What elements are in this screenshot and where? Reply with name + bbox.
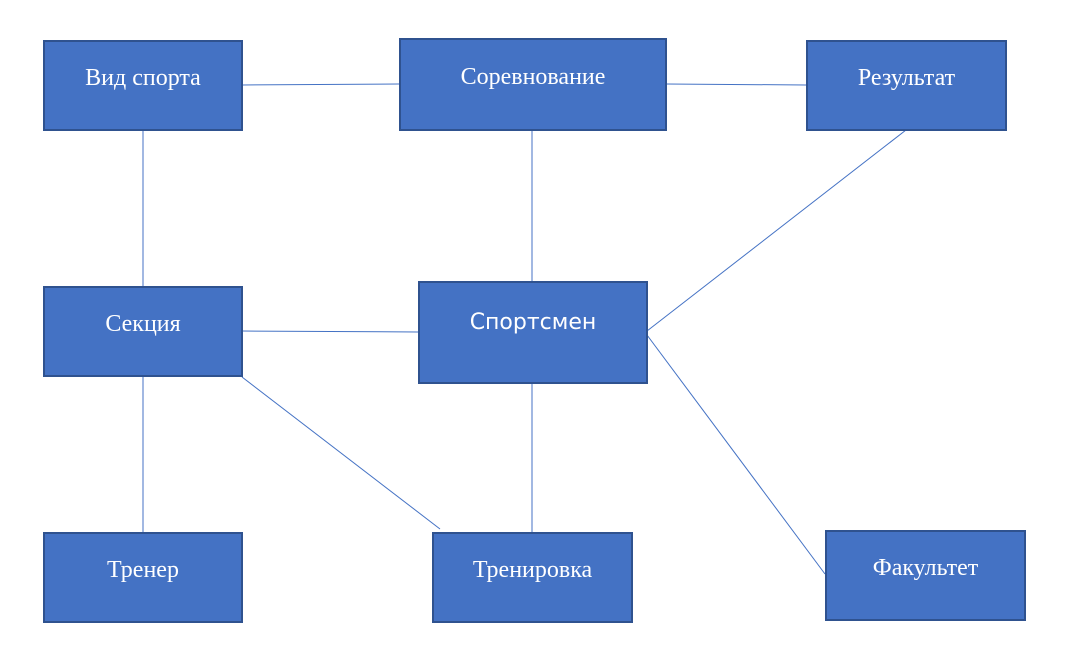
node-label: Спортсмен [469,310,597,335]
node-result[interactable]: Результат [806,40,1007,131]
node-label: Тренировка [472,557,593,583]
node-training[interactable]: Тренировка [432,532,633,623]
node-competition[interactable]: Соревнование [399,38,667,131]
edge-section-athlete [241,330,419,333]
edge-result-athlete [646,129,907,332]
node-label: Секция [105,311,181,337]
node-label: Соревнование [460,64,606,90]
node-label: Тренер [107,557,179,583]
node-label: Вид спорта [85,65,201,91]
edge-sport-competition [241,83,400,86]
node-label: Результат [857,65,956,91]
node-athlete[interactable]: Спортсмен [418,281,648,384]
edge-athlete-faculty [646,334,826,575]
node-sport[interactable]: Вид спорта [43,40,243,131]
node-label: Факультет [872,555,979,581]
node-faculty[interactable]: Факультет [825,530,1026,621]
edge-section-training [241,376,441,530]
edge-competition-result [665,83,807,86]
node-section[interactable]: Секция [43,286,243,377]
node-coach[interactable]: Тренер [43,532,243,623]
